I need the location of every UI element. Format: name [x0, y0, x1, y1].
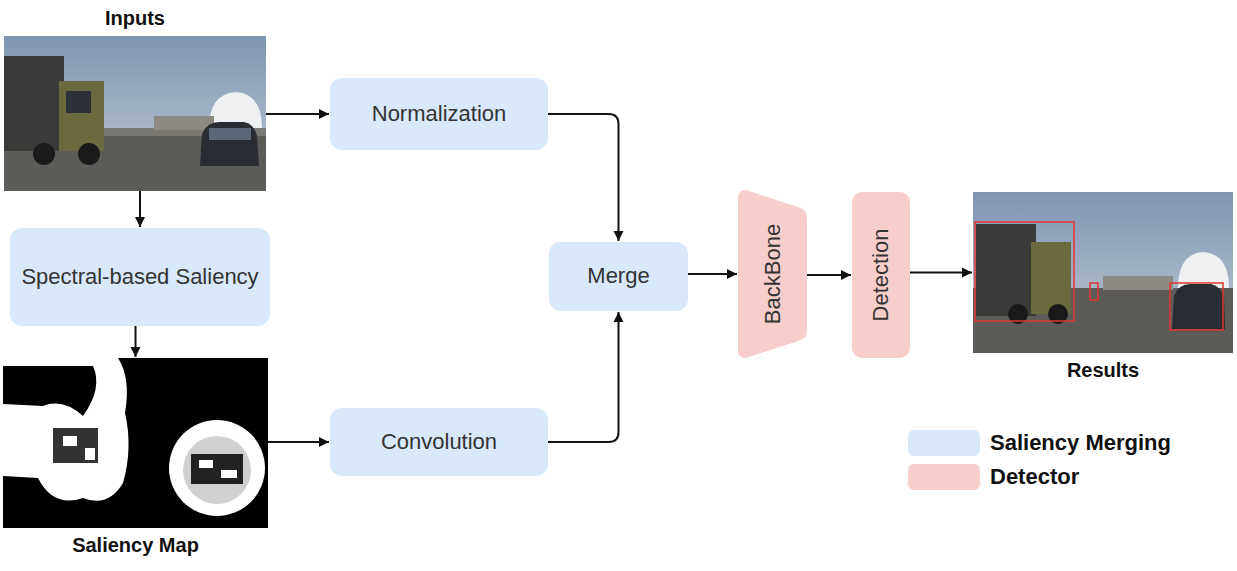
arrow-connector: [548, 312, 619, 442]
arrow-connector: [688, 273, 737, 275]
image-heading: Results: [1067, 359, 1139, 382]
arrow-connector: [139, 191, 141, 227]
box-label: Normalization: [362, 100, 517, 129]
process-box: Normalization: [330, 78, 548, 150]
arrow-connector: [807, 274, 851, 276]
block-label: BackBone: [760, 224, 786, 324]
arrow-connector: [548, 114, 619, 241]
arrow-connector: [268, 441, 329, 443]
detection-block: Detection: [852, 192, 910, 358]
legend-row: Detector: [908, 460, 1171, 494]
legend: Saliency MergingDetector: [908, 426, 1171, 494]
input-image: Inputs: [4, 36, 266, 191]
saliency-map-image: [3, 358, 268, 528]
box-label: Spectral-based Saliency: [11, 263, 268, 292]
arrow-connector: [135, 326, 137, 357]
image-heading: Inputs: [105, 7, 165, 30]
arrow-connector: [266, 113, 329, 115]
process-box: Convolution: [330, 408, 548, 476]
legend-row: Saliency Merging: [908, 426, 1171, 460]
legend-swatch: [908, 430, 980, 456]
legend-text: Saliency Merging: [990, 430, 1171, 456]
block-label: Detection: [868, 229, 894, 322]
legend-swatch: [908, 464, 980, 490]
merge-box: Merge: [549, 242, 688, 311]
result-image: Results: [973, 192, 1233, 353]
saliency-map: Saliency Map: [3, 358, 268, 528]
legend-text: Detector: [990, 464, 1079, 490]
process-box: Spectral-based Saliency: [10, 228, 270, 326]
box-label: Convolution: [371, 428, 507, 457]
arrow-connector: [910, 272, 972, 274]
input-photo: [4, 36, 266, 191]
result-photo: [973, 192, 1233, 353]
image-heading: Saliency Map: [72, 534, 199, 557]
box-label: Merge: [577, 262, 659, 291]
backbone-block: BackBone: [738, 190, 807, 358]
